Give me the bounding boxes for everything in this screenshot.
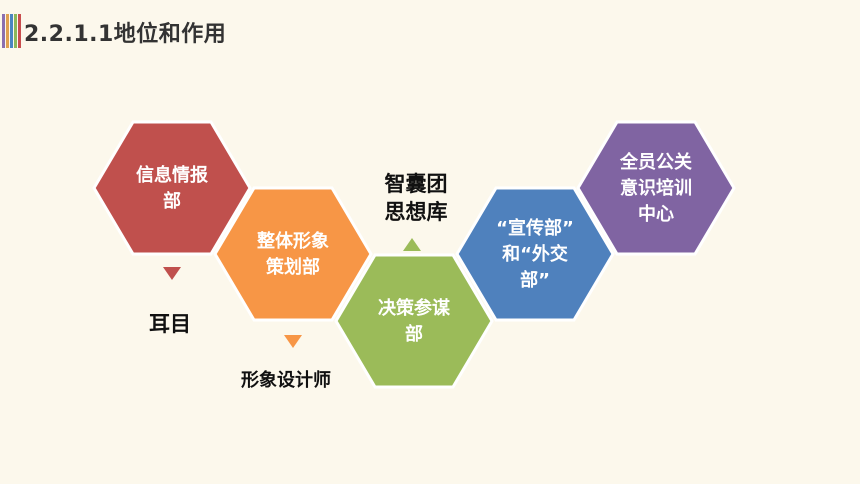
hexagon-label: 全员公关	[619, 151, 692, 173]
arrow-down-icon	[163, 267, 181, 280]
title-bar: 2.2.1.1地位和作用	[0, 14, 860, 48]
hexagon-label: 中心	[638, 203, 674, 225]
hexagon-label: 决策参谋	[378, 297, 451, 319]
arrow-down-icon	[284, 335, 302, 348]
hexagon-shape	[213, 186, 373, 322]
hexagon-shape	[334, 253, 494, 389]
title-stripe	[18, 14, 21, 48]
hexagon-label: “宣传部”	[496, 217, 574, 239]
annotation-label: 智囊团	[385, 172, 448, 196]
annotation-label: 耳目	[149, 312, 191, 336]
hexagon-label: 整体形象	[256, 230, 329, 252]
hexagon-shape	[455, 186, 615, 322]
title-stripe	[2, 14, 5, 48]
title-stripe	[6, 14, 9, 48]
hexagon-label: 部”	[520, 269, 550, 291]
hexagon-pr: “宣传部” 和“外交部”	[455, 186, 615, 322]
arrow-up-icon	[403, 238, 421, 251]
hexagon-label: 意识培训	[620, 177, 692, 199]
annotation-ears-eyes: 耳目	[149, 267, 191, 336]
title-stripe	[10, 14, 13, 48]
hexagon-label: 和“外交	[502, 243, 568, 265]
hexagon-label: 信息情报	[136, 164, 208, 186]
hexagon-shape	[576, 120, 736, 256]
annotation-label: 思想库	[385, 200, 448, 224]
annotation-label: 形象设计师	[241, 369, 331, 391]
page-title: 2.2.1.1地位和作用	[24, 22, 227, 47]
hexagon-shape	[92, 120, 252, 256]
hexagon-label: 部	[405, 323, 423, 345]
hexagon-label: 策划部	[266, 256, 320, 278]
title-stripe	[14, 14, 17, 48]
annotation-image-designer: 形象设计师	[241, 335, 331, 391]
hexagon-label: 部	[163, 190, 181, 212]
title-stripes	[2, 14, 21, 48]
